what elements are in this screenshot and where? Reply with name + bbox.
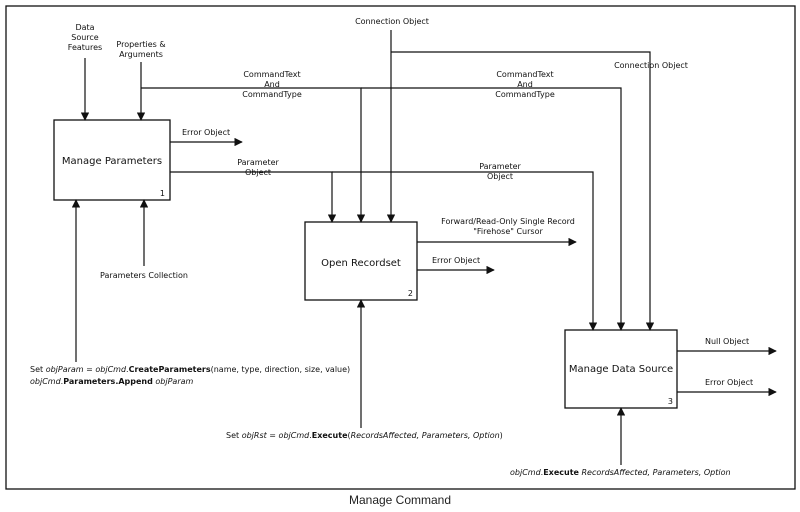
process-number: 2 [408, 289, 413, 298]
process-manage-data-source: Manage Data Source 3 [564, 329, 678, 409]
svg-text:Object: Object [487, 172, 513, 181]
code-append-parameters: objCmd.Parameters.Append objParam [30, 377, 194, 386]
svg-text:Connection Object: Connection Object [355, 17, 429, 26]
flow-null-object: Null Object [677, 337, 777, 356]
process-number: 3 [668, 397, 673, 406]
flow-parameters-collection: Parameters Collection [100, 199, 188, 280]
svg-text:Parameter: Parameter [237, 158, 279, 167]
svg-text:Parameter: Parameter [479, 162, 521, 171]
flow-firehose-cursor: Forward/Read-Only Single Record "Firehos… [417, 217, 577, 247]
process-open-recordset: Open Recordset 2 [304, 221, 418, 301]
svg-text:Parameters Collection: Parameters Collection [100, 271, 188, 280]
svg-text:CommandText: CommandText [243, 70, 300, 79]
flow-error-object-1: Error Object [170, 128, 243, 147]
code-execute-source: objCmd.Execute RecordsAffected, Paramete… [510, 468, 731, 477]
svg-text:Object: Object [245, 168, 271, 177]
svg-text:Error Object: Error Object [182, 128, 230, 137]
flow-error-object-3: Error Object [677, 378, 777, 397]
svg-text:Connection Object: Connection Object [614, 61, 688, 70]
svg-text:Error Object: Error Object [705, 378, 753, 387]
svg-text:And: And [264, 80, 280, 89]
process-label: Open Recordset [321, 258, 401, 269]
svg-text:Features: Features [68, 43, 102, 52]
code-execute-recordset: Set objRst = objCmd.Execute(RecordsAffec… [226, 431, 503, 440]
process-number: 1 [160, 189, 165, 198]
svg-text:Source: Source [71, 33, 99, 42]
process-manage-parameters: Manage Parameters 1 [53, 119, 171, 201]
process-label: Manage Parameters [62, 156, 162, 167]
code-create-parameters: Set objParam = objCmd.CreateParameters(n… [30, 365, 350, 374]
diagram-frame [5, 5, 796, 490]
process-label: Manage Data Source [569, 364, 673, 375]
flow-create-parameters: Set objParam = objCmd.CreateParameters(n… [30, 199, 350, 386]
svg-text:"Firehose" Cursor: "Firehose" Cursor [473, 227, 543, 236]
flow-data-source-features: Data Source Features [68, 23, 102, 121]
svg-text:Data: Data [75, 23, 94, 32]
svg-text:Null Object: Null Object [705, 337, 749, 346]
flow-parameter-object: Parameter Object Parameter Object [170, 158, 598, 331]
svg-text:CommandType: CommandType [495, 90, 555, 99]
flow-connection-object: Connection Object Connection Object [355, 17, 688, 331]
svg-text:CommandText: CommandText [496, 70, 553, 79]
svg-text:Error Object: Error Object [432, 256, 480, 265]
flow-error-object-2: Error Object [417, 256, 495, 275]
flow-execute-recordset: Set objRst = objCmd.Execute(RecordsAffec… [226, 299, 503, 440]
flow-commandtext: CommandText And CommandType CommandText … [141, 70, 626, 331]
svg-text:CommandType: CommandType [242, 90, 302, 99]
svg-text:And: And [517, 80, 533, 89]
svg-text:Properties &: Properties & [116, 40, 165, 49]
flow-properties-arguments: Properties & Arguments [116, 40, 166, 121]
svg-text:Arguments: Arguments [119, 50, 163, 59]
svg-text:Forward/Read-Only Single Recor: Forward/Read-Only Single Record [441, 217, 575, 226]
diagram-caption: Manage Command [349, 493, 451, 507]
flow-execute-source: objCmd.Execute RecordsAffected, Paramete… [510, 407, 731, 477]
